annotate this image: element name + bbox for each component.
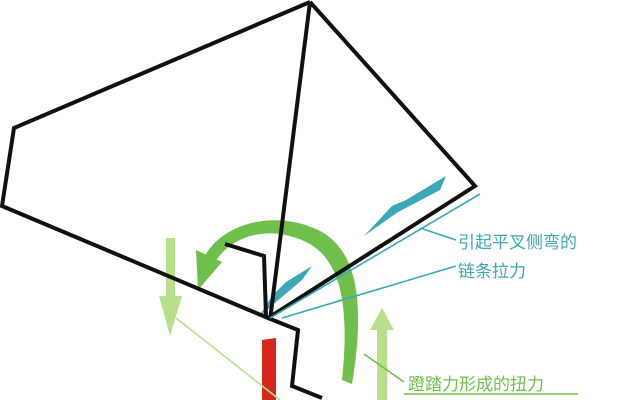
pedal-force-arrows	[159, 238, 394, 400]
left-force-arrow-head	[159, 296, 182, 336]
dropout-bracket	[224, 242, 268, 317]
upper-chain-arrow	[364, 176, 446, 236]
lower-bracket	[267, 316, 323, 400]
left-force-arrow-shaft	[166, 238, 175, 298]
red-force-arrow	[262, 338, 276, 400]
right-force-arrow-shaft	[377, 324, 387, 400]
torque-leader	[175, 317, 281, 400]
frame-outline	[0, 0, 479, 400]
leader-lines	[175, 193, 578, 400]
chain-tension-label-line1: 引起平叉侧弯的	[458, 233, 577, 253]
frame-polygon	[0, 0, 479, 321]
torque-arc	[196, 220, 359, 384]
pedal-torque-label: 蹬踏力形成的扭力	[408, 375, 544, 395]
right-force-arrow-head	[370, 308, 394, 330]
chain-tension-label-line2: 链条拉力	[458, 262, 526, 282]
torque-leader-2	[363, 353, 405, 383]
chain-leader-3	[281, 265, 457, 319]
seat-stay	[268, 1, 312, 321]
chain-leader-1	[419, 227, 457, 241]
chain-leader-2	[269, 193, 481, 319]
torque-arc-head	[196, 250, 222, 290]
